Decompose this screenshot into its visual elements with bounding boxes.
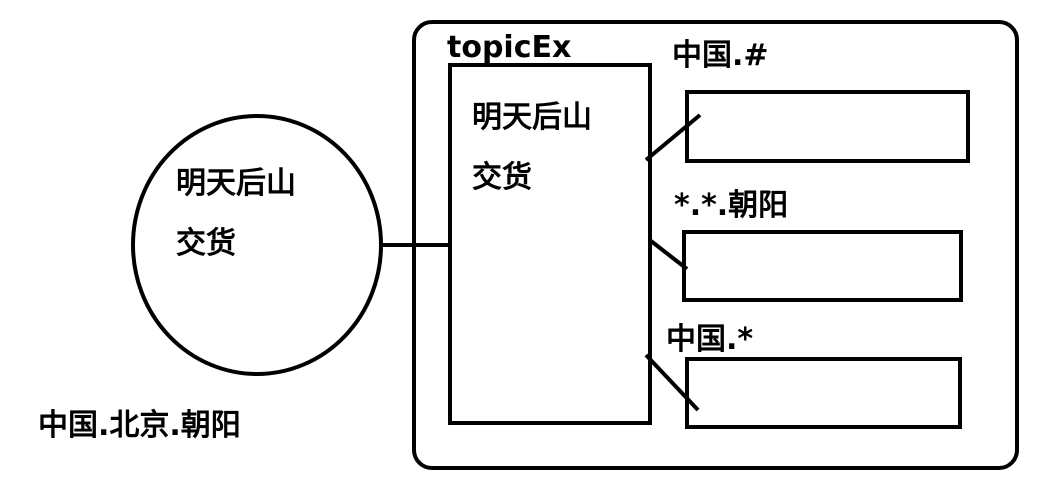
binding-key-2: *.*.朝阳 — [674, 188, 789, 223]
binding-line-3 — [644, 353, 700, 412]
exchange-box — [448, 63, 652, 425]
queue-box-1 — [685, 90, 970, 163]
broker-container — [412, 20, 1019, 470]
message-circle — [131, 114, 383, 376]
exchange-message-line-1: 明天后山 — [472, 100, 592, 135]
exchange-name-label: topicEx — [447, 30, 572, 65]
producer-message-line-1: 明天后山 — [176, 166, 296, 201]
binding-line-1 — [644, 113, 702, 162]
binding-key-3: 中国.* — [666, 322, 754, 357]
producer-message-line-2: 交货 — [176, 226, 236, 261]
queue-box-2 — [682, 230, 963, 302]
routing-key-label: 中国.北京.朝阳 — [38, 408, 241, 443]
binding-line-2 — [649, 239, 689, 271]
queue-box-3 — [685, 357, 962, 429]
exchange-message-line-2: 交货 — [472, 160, 532, 195]
binding-key-1: 中国.# — [672, 38, 769, 73]
